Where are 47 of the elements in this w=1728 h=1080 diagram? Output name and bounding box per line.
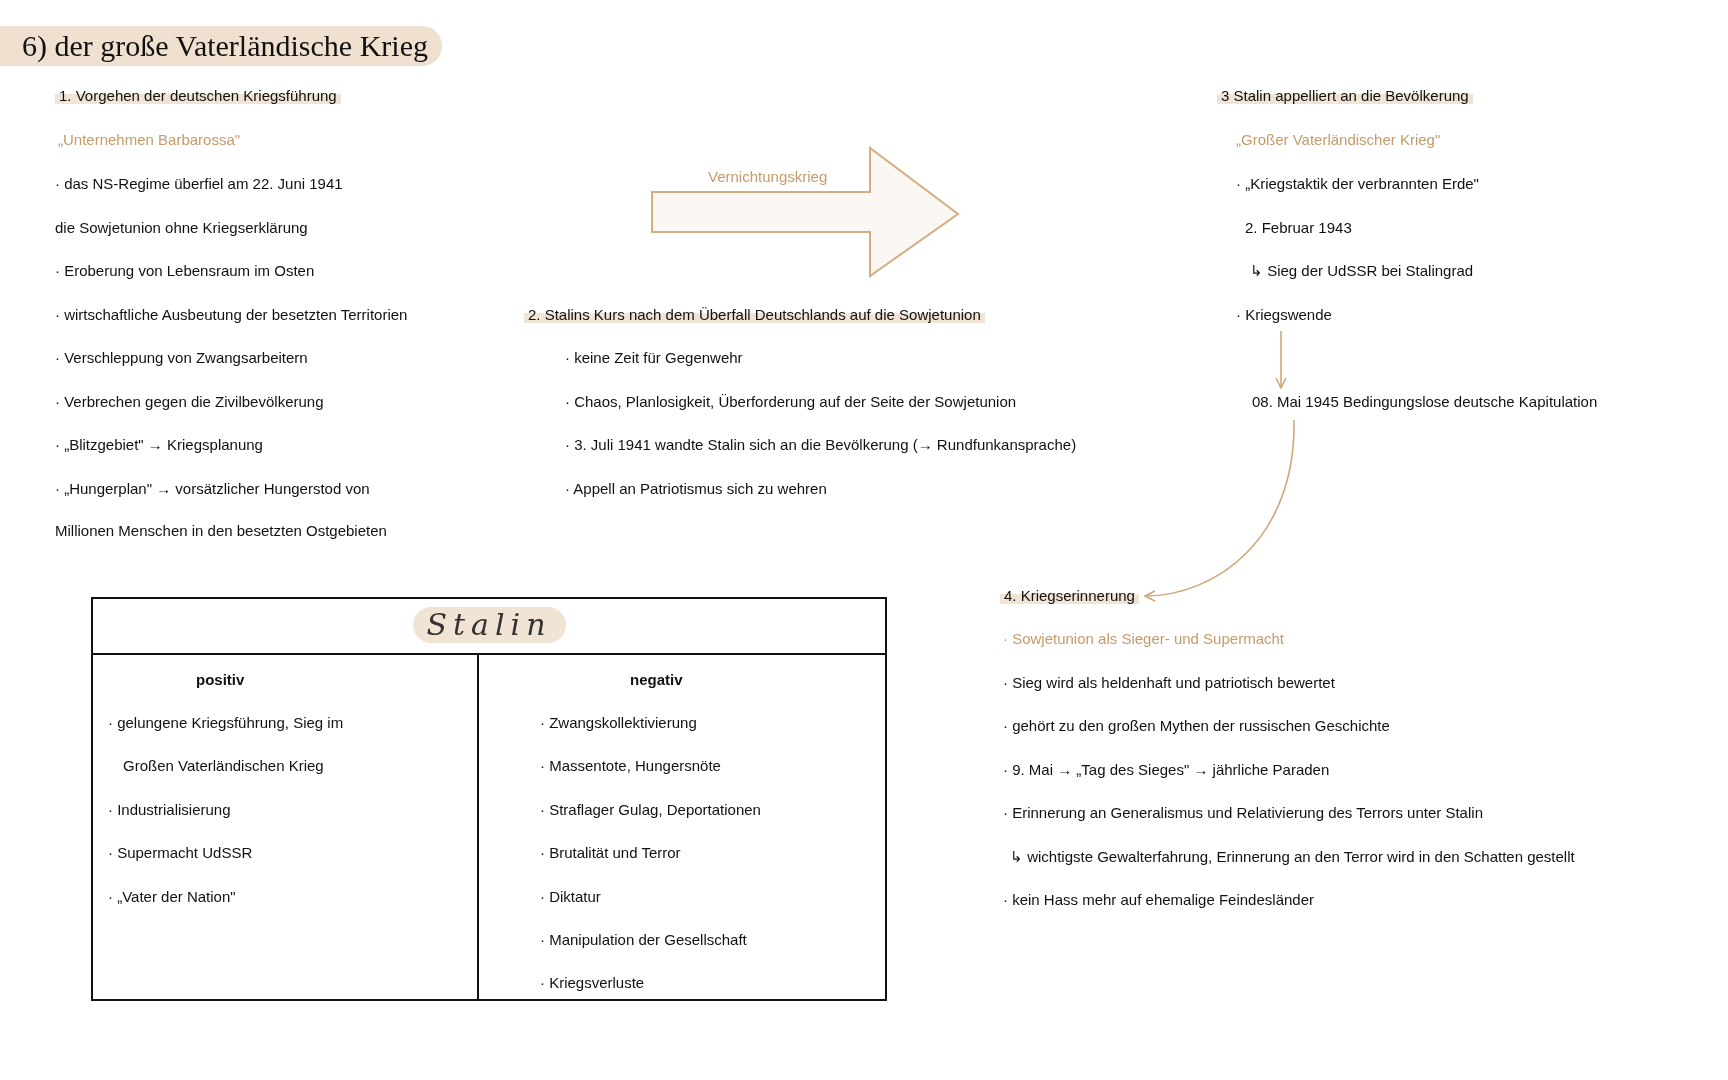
highlighted-term: „Unternehmen Barbarossa" — [58, 130, 241, 150]
arrow-label: Vernichtungskrieg — [708, 167, 828, 187]
arrow — [1144, 419, 1295, 602]
table-cell-text: · Manipulation der Gesellschaft — [540, 930, 747, 950]
table-cell-text: Großen Vaterländischen Krieg — [123, 756, 324, 776]
bullet-text: · Eroberung von Lebensraum im Osten — [55, 261, 315, 281]
bullet-text: · „Hungerplan" → vorsätzlicher Hungerstod von — [55, 479, 370, 499]
bullet-text: · Erinnerung an Generalismus und Relativierung des Terrors unter Stalin — [1003, 803, 1483, 823]
bullet-text: die Sowjetunion ohne Kriegserklärung — [55, 218, 308, 238]
table-cell-text: · Supermacht UdSSR — [108, 843, 253, 863]
bullet-text: · Kriegswende — [1236, 305, 1332, 325]
section-heading: 2. Stalins Kurs nach dem Überfall Deutschlands auf die Sowjetunion — [524, 305, 985, 325]
table-cell-text: · Diktatur — [540, 887, 601, 907]
bullet-text: · „Kriegstaktik der verbrannten Erde" — [1236, 174, 1479, 194]
table-cell-text: · Zwangskollektivierung — [540, 713, 697, 733]
bullet-text: · das NS-Regime überfiel am 22. Juni 1941 — [55, 174, 343, 194]
bullet-text: · „Blitzgebiet" → Kriegsplanung — [55, 435, 263, 455]
table-cell-text: · gelungene Kriegsführung, Sieg im — [108, 713, 344, 733]
bullet-text: · Appell an Patriotismus sich zu wehren — [565, 479, 827, 499]
bullet-text: · Sieg wird als heldenhaft und patriotisch bewertet — [1003, 673, 1335, 693]
table-title: Stalin — [412, 607, 566, 643]
bullet-text: ↳ wichtigste Gewalterfahrung, Erinnerung an den Terror wird in den Schatten gestellt — [1010, 847, 1575, 867]
bullet-text: · keine Zeit für Gegenwehr — [565, 348, 743, 368]
arrow — [1275, 330, 1287, 389]
bullet-text: · Verschleppung von Zwangsarbeitern — [55, 348, 308, 368]
highlighted-term: „Großer Vaterländischer Krieg" — [1236, 130, 1441, 150]
table-cell-text: · Massentote, Hungersnöte — [540, 756, 721, 776]
highlighted-term: · Sowjetunion als Sieger- und Supermacht — [1003, 629, 1284, 649]
table-cell-text: · Brutalität und Terror — [540, 843, 681, 863]
bullet-text: · Verbrechen gegen die Zivilbevölkerung — [55, 392, 324, 412]
table-cell-text: · Straflager Gulag, Deportationen — [540, 800, 761, 820]
bullet-text: · wirtschaftliche Ausbeutung der besetzten Territorien — [55, 305, 408, 325]
bullet-text: · 3. Juli 1941 wandte Stalin sich an die Bevölkerung (→ Rundfunkansprache) — [565, 435, 1077, 455]
column-heading: positiv — [196, 670, 245, 690]
bullet-text: 08. Mai 1945 Bedingungslose deutsche Kapitulation — [1252, 392, 1598, 412]
bullet-text: · 9. Mai → „Tag des Sieges" → jährliche Paraden — [1003, 760, 1330, 780]
table-cell-text: · Kriegsverluste — [540, 973, 645, 993]
bullet-text: · Chaos, Planlosigkeit, Überforderung auf der Seite der Sowjetunion — [565, 392, 1017, 412]
table-cell-text: · „Vater der Nation" — [108, 887, 236, 907]
page-title: 6) der große Vaterländische Krieg — [0, 26, 442, 66]
bullet-text: 2. Februar 1943 — [1245, 218, 1352, 238]
bullet-text: · kein Hass mehr auf ehemalige Feindesländer — [1003, 890, 1314, 910]
column-heading: negativ — [630, 670, 683, 690]
bullet-text: · gehört zu den großen Mythen der russischen Geschichte — [1003, 716, 1390, 736]
bullet-text: Millionen Menschen in den besetzten Ostgebieten — [55, 521, 387, 541]
bullet-text: ↳ Sieg der UdSSR bei Stalingrad — [1250, 261, 1474, 281]
table-cell-text: · Industrialisierung — [108, 800, 231, 820]
